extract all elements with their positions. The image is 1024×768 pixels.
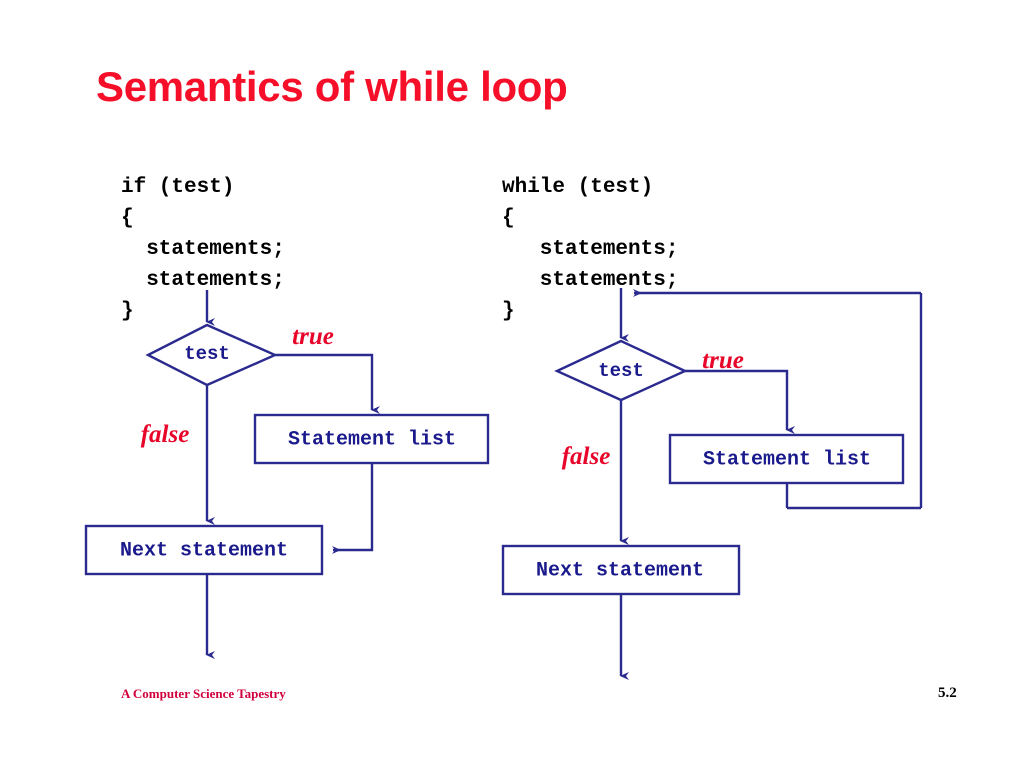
- if-true-label: true: [292, 323, 334, 350]
- if-code-snippet: if (test) { statements; statements; }: [121, 176, 285, 323]
- if-false-label: false: [140, 421, 190, 448]
- if-statement-list-label: Statement list: [287, 428, 457, 452]
- page-number: 5.2: [938, 685, 957, 701]
- while-code-snippet: while (test) { statements; statements; }: [502, 176, 679, 323]
- if-decision-label: test: [184, 343, 230, 365]
- if-next-statement-label: Next statement: [119, 539, 289, 563]
- while-statement-list-label: Statement list: [702, 448, 872, 472]
- while-next-statement-label: Next statement: [535, 559, 705, 583]
- while-false-label: false: [561, 443, 611, 470]
- footer-credit: A Computer Science Tapestry: [121, 686, 286, 701]
- if-flowchart-group: [84, 290, 490, 659]
- page-title: Semantics of while loop: [96, 63, 568, 110]
- while-decision-label: test: [598, 360, 644, 382]
- while-true-label: true: [702, 347, 744, 374]
